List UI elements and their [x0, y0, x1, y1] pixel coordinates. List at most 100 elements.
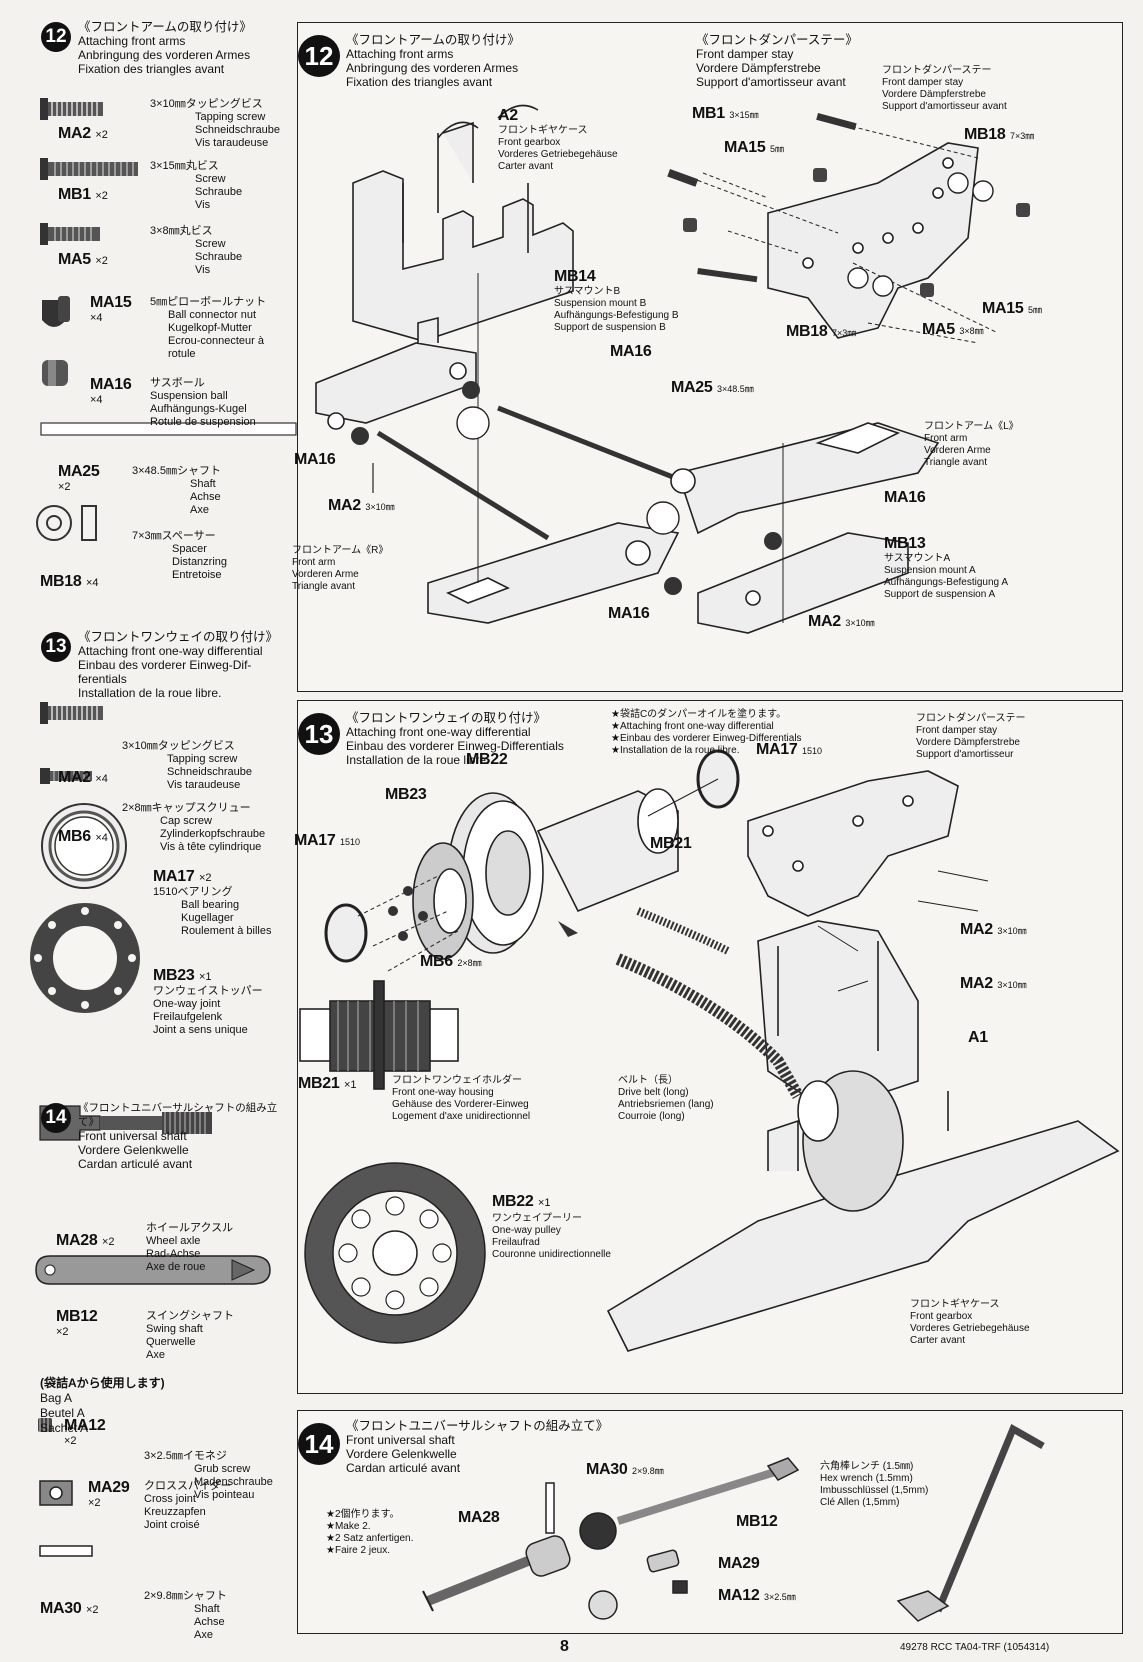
part-code: MA15: [724, 139, 766, 156]
label-ma15-bottom: MA15 5㎜: [982, 300, 1042, 318]
front-arm-r-drawing: [427, 522, 680, 624]
shaft-ma25-drawing-1: [497, 405, 689, 486]
desc-de: Madenschraube: [194, 1476, 273, 1488]
desc-fr: Courroie (long): [618, 1111, 685, 1122]
desc-en: Screw: [195, 238, 226, 250]
desc-jp: フロントダンパーステー: [882, 65, 992, 76]
desc-jp: フロントアーム《R》: [292, 545, 389, 556]
desc-de: Schneidschraube: [195, 124, 281, 136]
desc-jp: ベルト（長）: [618, 1075, 678, 1086]
part-code: MB14: [554, 268, 596, 285]
desc-en: Front damper stay: [882, 77, 964, 88]
desc-en: Suspension mount B: [554, 298, 647, 309]
bag-fr: Sachet A: [40, 1421, 89, 1435]
desc-de: Schraube: [195, 251, 243, 263]
part-qty: ×4: [95, 773, 108, 785]
suspension-ball-icon: [42, 360, 68, 386]
part-qty: ×2: [58, 481, 71, 493]
note-de: ★2 Satz anfertigen.: [326, 1533, 414, 1544]
label-a2: A2 フロントギヤケース Front gearbox Vorderes Getr…: [498, 107, 618, 173]
step-14-badge: 14: [41, 1103, 71, 1133]
suspension-mount-b-drawing: [315, 316, 477, 430]
cross-joint-icon: [39, 1480, 73, 1506]
step-12-badge: 12: [298, 35, 340, 77]
mb21-housing-detail: [299, 980, 459, 1090]
desc-de: Vordere Dämpferstrebe: [882, 89, 986, 100]
part-dim: 1510: [801, 746, 822, 756]
note-en: ★Attaching front one-way differential: [611, 721, 774, 732]
direction-arrow-icon: [558, 921, 578, 937]
ball-cup-drawing: [588, 1590, 618, 1620]
title-fr: Support d'amortisseur avant: [696, 75, 846, 89]
title-en: Attaching front arms: [346, 47, 454, 61]
part-ma30: MA30 ×2: [40, 1600, 98, 1618]
title-jp: 《フロントワンウェイの取り付け》: [346, 711, 547, 725]
desc-en: Wheel axle: [146, 1235, 201, 1247]
desc-fr: Joint a sens unique: [153, 1024, 248, 1036]
part-spec: 3×8㎜丸ビス: [150, 225, 213, 237]
desc-fr: Ecrou-connecteur à rotule: [168, 335, 264, 360]
desc-fr: Entretoise: [172, 569, 222, 581]
part-qty: ×2: [85, 1604, 99, 1616]
part-qty: ×4: [85, 577, 99, 589]
part-qty: ×4: [90, 312, 103, 324]
note-jp: ★2個作ります。: [326, 1509, 400, 1520]
title-de: Vordere Gelenkwelle: [78, 1143, 189, 1157]
title-jp: 《フロントダンパーステー》: [696, 33, 858, 47]
label-ma16-top: MA16: [610, 343, 652, 360]
wheel-axle-cup-drawing: [525, 1535, 571, 1577]
desc-de: Schraube: [195, 186, 243, 198]
step-12-title: 《フロントアームの取り付け》 Attaching front arms Anbr…: [346, 33, 520, 89]
pin-shaft-icon: [39, 1545, 93, 1557]
desc-de: Rad-Achse: [146, 1248, 201, 1260]
step-12-panel: 12 《フロントアームの取り付け》 Attaching front arms A…: [292, 22, 1123, 692]
desc-fr: Clé Allen (1,5mm): [820, 1497, 900, 1508]
desc-de: Distanzring: [172, 556, 228, 568]
bag-jp: (袋詰Aから使用します): [40, 1376, 165, 1390]
desc-de: Aufhängungs-Kugel: [150, 403, 247, 415]
step-12-diagram: [315, 104, 1030, 634]
label-ma16-right: MA16: [884, 489, 926, 506]
desc-fr: Roulement à billes: [181, 925, 272, 937]
desc-en: Grub screw: [194, 1463, 251, 1475]
part-code: MA2: [960, 975, 993, 992]
title-jp: 《フロントユニバーサルシャフトの組み立て》: [346, 1419, 609, 1433]
part-code: MA5: [58, 251, 91, 268]
title-de: Anbringung des vorderen Armes: [346, 61, 519, 75]
part-code: MB13: [884, 535, 926, 552]
title-en: Attaching front one-way differential: [78, 644, 263, 658]
sidebar-part-icons: [30, 98, 297, 1557]
part-spec: クロススパイダー: [144, 1480, 232, 1492]
spacer-mb18-drawing: [847, 267, 869, 289]
desc-de: Vordere Dämpferstrebe: [916, 737, 1020, 748]
desc-fr: Carter avant: [498, 161, 554, 172]
label-ma16-left: MA16: [294, 451, 336, 468]
part-code: MA17: [153, 868, 195, 885]
suspension-mount-a-drawing: [697, 532, 909, 634]
step-14-title: 《フロントユニバーサルシャフトの組み立て》 Front universal sh…: [346, 1419, 608, 1475]
label-ma12: MA12 3×2.5㎜: [718, 1587, 796, 1605]
front-gearbox-a1-drawing: [757, 920, 919, 1112]
desc-en: Front one-way housing: [392, 1087, 494, 1098]
front-damper-stay-drawing: [747, 770, 959, 917]
part-ma17: MA17 ×2 1510ベアリング Ball bearing Kugellage…: [153, 868, 272, 938]
part-ma28-desc: ホイールアクスル Wheel axle Rad-Achse Axe de rou…: [146, 1222, 233, 1274]
part-qty: ×2: [95, 255, 108, 267]
part-code: MA15: [90, 294, 132, 311]
bag-en: Bag A: [40, 1391, 73, 1405]
tapping-screw-icon: [40, 702, 103, 724]
title-en: Front universal shaft: [346, 1433, 455, 1447]
label-mb18-bottom: MB18 7×3㎜: [786, 323, 856, 341]
desc-en: Suspension mount A: [884, 565, 976, 576]
part-code: MA15: [982, 300, 1024, 317]
part-dim: 3×10㎜: [997, 926, 1027, 936]
desc-de: Querwelle: [146, 1336, 196, 1348]
bearing-ma17-drawing: [324, 903, 368, 963]
note-de: ★Einbau des vorderer Einweg-Differential…: [611, 733, 802, 744]
part-spec: 3×15㎜丸ビス: [150, 160, 219, 172]
desc-en: Front arm: [924, 433, 968, 444]
suspension-ball-ma16-drawing: [462, 381, 480, 399]
part-ma15: MA15×4: [90, 294, 132, 324]
drive-belt-drawing: [615, 953, 804, 1099]
title-de: Einbau des vorderer Einweg-Dif-ferential…: [78, 658, 252, 686]
